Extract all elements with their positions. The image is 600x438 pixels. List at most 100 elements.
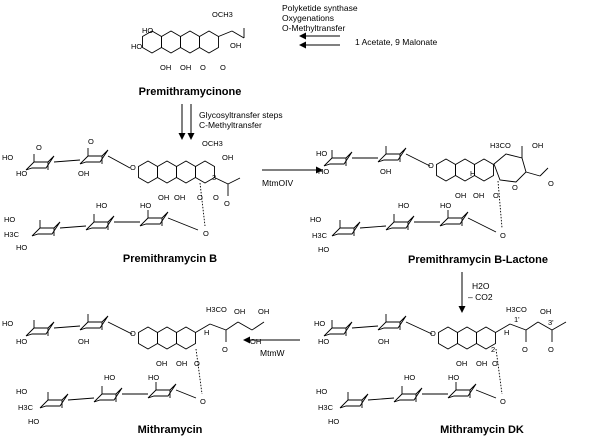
pmbl-o-ketone: O [548, 179, 554, 188]
mm-h3c-low: H3C [18, 403, 34, 412]
step-co2: – CO2 [468, 292, 493, 302]
pmbl-o1-label: O [493, 191, 499, 200]
premithramycinone-oh1-label: OH [160, 63, 171, 72]
step-mtmw: MtmW [260, 348, 285, 358]
pmbl-ho-low1: HO [310, 215, 321, 224]
step-o-methyltransfer: O-Methyltransfer [282, 23, 345, 33]
mm-oh4-label: OH [156, 359, 167, 368]
pmb-ho-low1: HO [4, 215, 15, 224]
premithramycin-b-lactone-structure: HO HO OH O H3CO OH O O H OH OH O O HO H3… [310, 141, 554, 254]
premithramycinone-och3-label: OCH3 [212, 10, 233, 19]
mdk-oh-label: OH [540, 307, 551, 316]
mm-oh2-label: OH [258, 307, 269, 316]
mdk-ho-low1: HO [316, 387, 327, 396]
mm-o-ketone: O [222, 345, 228, 354]
pmb-o-link: O [130, 163, 136, 172]
pmb-oh1-label: OH [158, 193, 169, 202]
step-oxygenations: Oxygenations [282, 13, 334, 23]
mithramycin-dk-name: Mithramycin DK [440, 424, 524, 436]
step-precursors: 1 Acetate, 9 Malonate [355, 37, 437, 47]
mdk-oh1-label: OH [456, 359, 467, 368]
premithramycinone-oh3-label: OH [230, 41, 241, 50]
premithramycinone-name: Premithramycinone [139, 86, 242, 98]
pmb-ho-sugar2: HO [16, 169, 27, 178]
premithramycinone-structure: HO HO OH OH O O OCH3 OH [131, 10, 245, 72]
mm-h-label: H [204, 328, 209, 337]
premithramycinone-o1-label: O [200, 63, 206, 72]
pmbl-h-label: H [470, 169, 475, 178]
mdk-o-link: O [430, 329, 436, 338]
mdk-c2-label: 2 [491, 345, 495, 354]
pmb-och3-label: OCH3 [202, 139, 223, 148]
mdk-ho-low2: HO [328, 417, 339, 426]
pmbl-ho-low4: HO [440, 201, 451, 210]
mm-oh1-label: OH [234, 307, 245, 316]
step-water: H2O [472, 281, 490, 291]
mdk-ho-low3: HO [404, 373, 415, 382]
step-polyketide-synthase: Polyketide synthase [282, 3, 358, 13]
pmbl-h3c-low: H3C [312, 231, 328, 240]
pmb-oh-label: OH [222, 153, 233, 162]
step-c-methyltransfer: C-Methyltransfer [199, 120, 262, 130]
pmbl-ho-sugar1: HO [316, 149, 327, 158]
pmb-o2-label: O [213, 193, 219, 202]
pmbl-oh1-label: OH [455, 191, 466, 200]
pmb-ho-low4: HO [140, 201, 151, 210]
pmbl-ho-sugar2: HO [318, 167, 329, 176]
mm-ho-low3: HO [104, 373, 115, 382]
pmb-o-sugar2: O [88, 137, 94, 146]
mithramycin-name: Mithramycin [138, 424, 203, 436]
mm-h3co-label: H3CO [206, 305, 227, 314]
mm-o-link: O [130, 329, 136, 338]
mdk-o-ketone1: O [522, 345, 528, 354]
pmb-o3-label: O [224, 199, 230, 208]
pmbl-h3co-label: H3CO [490, 141, 511, 150]
mdk-o-link2: O [500, 397, 506, 406]
mdk-ho-low4: HO [448, 373, 459, 382]
mdk-oh-sugar3: OH [378, 337, 389, 346]
mm-o1-label: O [194, 359, 200, 368]
step-glycosyltransfer: Glycosyltransfer steps [199, 110, 283, 120]
mithramycin-dk-structure: HO HO OH O H3CO OH O O H 2 1' 3' OH OH O… [314, 305, 567, 426]
step-mtmoiv: MtmOIV [262, 178, 293, 188]
premithramycin-b-structure: HO HO OH O O O OCH3 OH OH OH O O O 3 O H… [2, 137, 241, 252]
pmb-h3c-low: H3C [4, 230, 20, 239]
premithramycinone-ho-label: HO [142, 26, 153, 35]
mdk-oh2-label: OH [476, 359, 487, 368]
pmbl-oh-label: OH [532, 141, 543, 150]
mdk-c1p-label: 1' [514, 315, 520, 324]
mm-ho-low4: HO [148, 373, 159, 382]
pmbl-o-lactone: O [512, 183, 518, 192]
premithramycin-b-lactone-name: Premithramycin B-Lactone [408, 254, 548, 266]
pmb-oh2-label: OH [174, 193, 185, 202]
mm-oh5-label: OH [176, 359, 187, 368]
mm-oh3-label: OH [250, 337, 261, 346]
mm-oh-sugar3: OH [78, 337, 89, 346]
premithramycinone-o2-label: O [220, 63, 226, 72]
mm-ho-low2: HO [28, 417, 39, 426]
mm-ho-low1: HO [16, 387, 27, 396]
premithramycinone-ho2-label: HO [131, 42, 142, 51]
mm-o-link2: O [200, 397, 206, 406]
pmb-ho-sugar1: HO [2, 153, 13, 162]
pmbl-o-link2: O [500, 231, 506, 240]
mdk-h-label: H [504, 328, 509, 337]
premithramycinone-oh2-label: OH [180, 63, 191, 72]
pmb-o1-label: O [197, 193, 203, 202]
mdk-c3p-label: 3' [548, 318, 554, 327]
mdk-ho-sugar1: HO [314, 319, 325, 328]
pmb-c3-label: 3 [212, 173, 216, 182]
pmbl-ho-low2: HO [318, 245, 329, 254]
pmb-o-sugar1: O [36, 143, 42, 152]
mithramycin-structure: HO HO OH O H3CO OH OH OH O H OH OH O O H… [2, 305, 269, 426]
pmbl-oh2-label: OH [473, 191, 484, 200]
pmb-ho-low3: HO [96, 201, 107, 210]
pmb-ho-low2: HO [16, 243, 27, 252]
mdk-o-ketone2: O [548, 345, 554, 354]
mdk-o1-label: O [492, 359, 498, 368]
pmbl-oh-sugar3: OH [380, 167, 391, 176]
pmb-oh-sugar3: OH [78, 169, 89, 178]
mdk-ho-sugar2: HO [318, 337, 329, 346]
pmb-o-link2: O [203, 229, 209, 238]
pmbl-o-link: O [428, 161, 434, 170]
